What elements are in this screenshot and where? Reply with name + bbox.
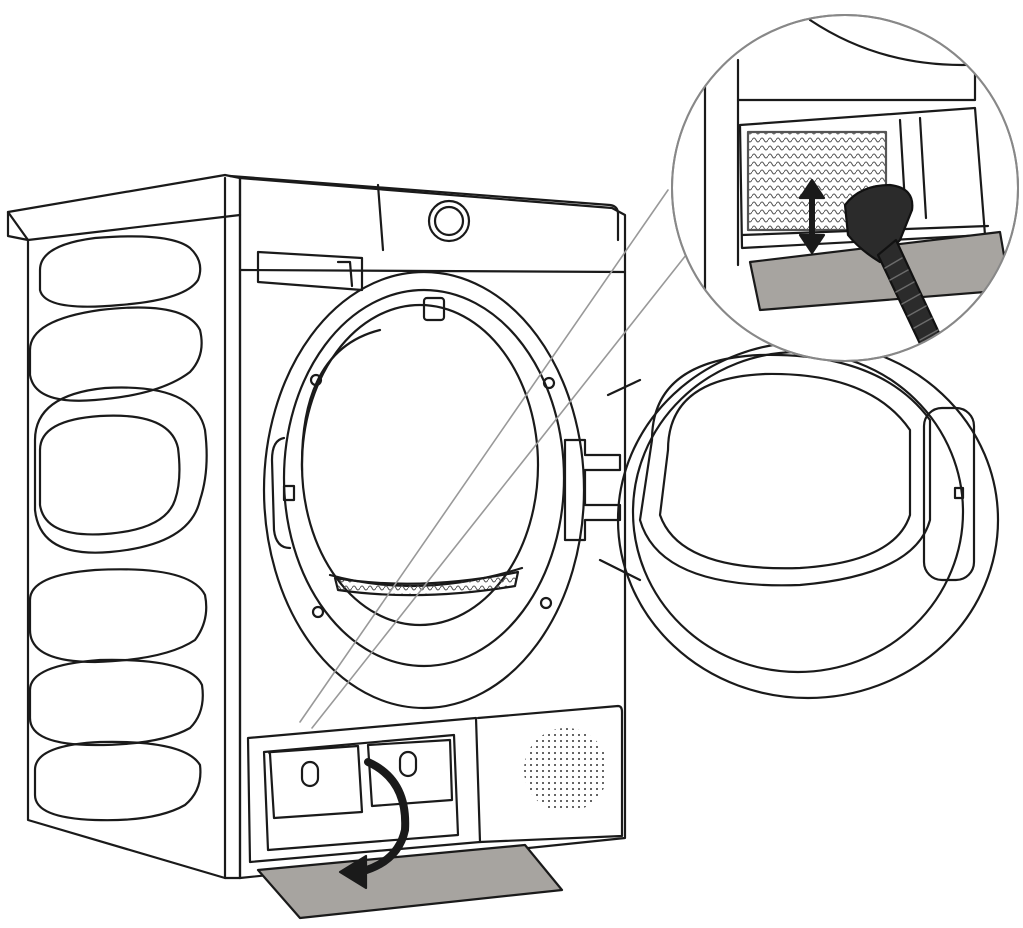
open-door	[598, 340, 1000, 700]
program-knob	[427, 199, 471, 243]
door-glass	[638, 353, 932, 587]
door-hinge	[563, 438, 622, 542]
condenser-compartment	[246, 704, 624, 864]
vertical-double-arrow-icon	[798, 178, 826, 255]
condenser-latch-left	[268, 744, 364, 820]
condenser-latch-right	[366, 738, 454, 808]
condenser-cover-open	[256, 843, 564, 920]
vent-grille	[524, 728, 608, 812]
dryer-side-panel	[6, 173, 242, 880]
curved-arrow-icon	[338, 758, 410, 890]
